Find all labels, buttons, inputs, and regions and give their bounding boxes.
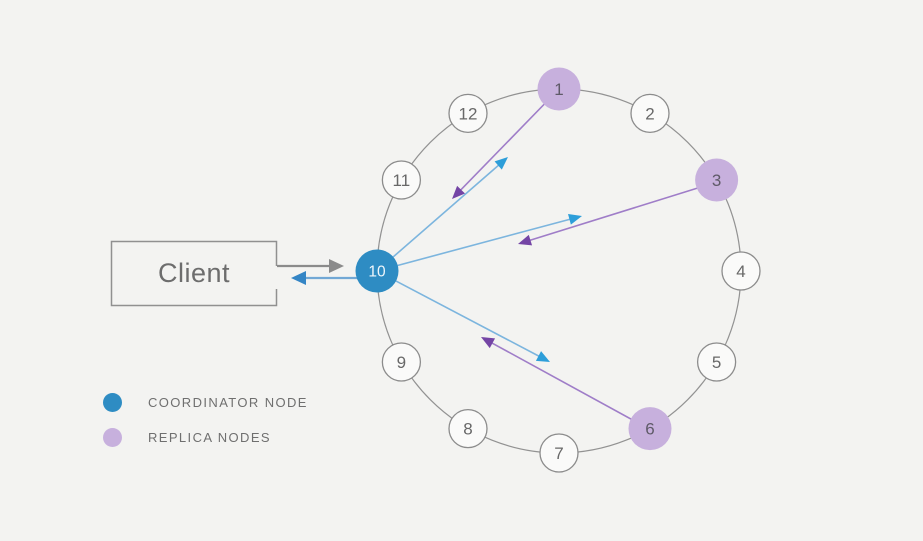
legend-label-replica: REPLICA NODES bbox=[148, 429, 271, 445]
ring-node-5-member bbox=[696, 342, 737, 382]
ring-node-label-12: 12 bbox=[459, 105, 478, 124]
ring-node-6-replica bbox=[628, 407, 672, 451]
ring-node-9-member bbox=[381, 342, 422, 382]
legend-item-replica: REPLICA NODES bbox=[103, 427, 308, 447]
request-arrow-node-1-head-icon bbox=[494, 157, 508, 170]
ring-node-label-1: 1 bbox=[554, 80, 563, 99]
ring-node-1-replica bbox=[537, 67, 581, 111]
ring-node-8-member bbox=[448, 408, 488, 449]
response-arrow-node-3-head-icon bbox=[518, 234, 533, 246]
ring-node-label-10: 10 bbox=[368, 264, 386, 281]
legend-item-coordinator: COORDINATOR NODE bbox=[103, 392, 308, 412]
ring-node-4-member bbox=[721, 251, 761, 291]
request-arrow-node-6-head-icon bbox=[535, 351, 550, 362]
ring-node-11-member bbox=[381, 160, 422, 200]
ring-node-label-6: 6 bbox=[645, 420, 654, 439]
ring-node-10-coordinator bbox=[355, 249, 399, 293]
ring-node-label-11: 11 bbox=[393, 171, 411, 190]
legend: COORDINATOR NODE REPLICA NODES bbox=[103, 392, 308, 447]
response-arrow-node-3-line bbox=[528, 181, 718, 242]
ring-node-2-member bbox=[630, 93, 670, 134]
ring-node-label-8: 8 bbox=[463, 420, 472, 439]
client-response-arrow-head-icon bbox=[291, 271, 306, 285]
client-request-arrow-head-icon bbox=[329, 259, 344, 273]
response-arrow-node-1-head-icon bbox=[452, 185, 466, 199]
ring-circle bbox=[376, 88, 742, 454]
ring-node-label-7: 7 bbox=[554, 444, 563, 463]
ring-node-12-member bbox=[448, 93, 488, 134]
ring-node-7-member bbox=[539, 433, 579, 473]
response-arrow-node-6-head-icon bbox=[481, 337, 496, 349]
response-arrow-node-6-line bbox=[490, 341, 652, 431]
ring-node-label-5: 5 bbox=[712, 353, 721, 372]
replica-node-swatch-icon bbox=[103, 427, 122, 447]
request-arrow-node-3-line bbox=[376, 218, 572, 272]
ring-node-label-4: 4 bbox=[736, 262, 745, 281]
legend-label-coordinator: COORDINATOR NODE bbox=[148, 394, 308, 410]
client-box bbox=[110, 240, 278, 307]
request-arrow-node-6-line bbox=[376, 270, 541, 358]
response-arrow-node-1-line bbox=[459, 88, 560, 192]
ring-node-label-2: 2 bbox=[645, 105, 654, 124]
request-arrow-node-3-head-icon bbox=[568, 214, 582, 225]
coordinator-node-swatch-icon bbox=[103, 392, 122, 412]
request-arrow-node-1-line bbox=[376, 163, 501, 272]
ring-node-3-replica bbox=[695, 158, 739, 202]
ring-node-label-3: 3 bbox=[712, 171, 721, 190]
ring-node-label-9: 9 bbox=[397, 353, 406, 372]
